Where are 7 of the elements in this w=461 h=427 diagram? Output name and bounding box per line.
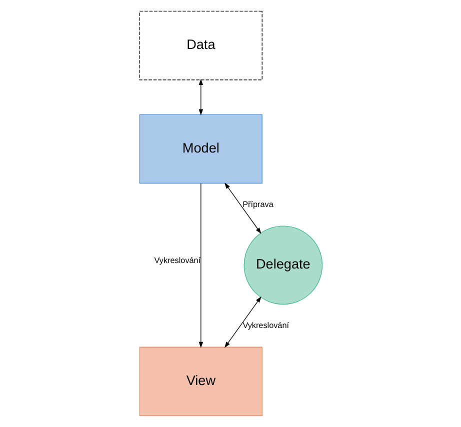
node-box: Model (138, 114, 262, 184)
node-box: View (138, 346, 262, 416)
node-box: Data (138, 10, 262, 80)
arrow (198, 78, 203, 116)
arrow (198, 183, 203, 348)
arrow (224, 296, 261, 348)
arrow (224, 182, 261, 234)
